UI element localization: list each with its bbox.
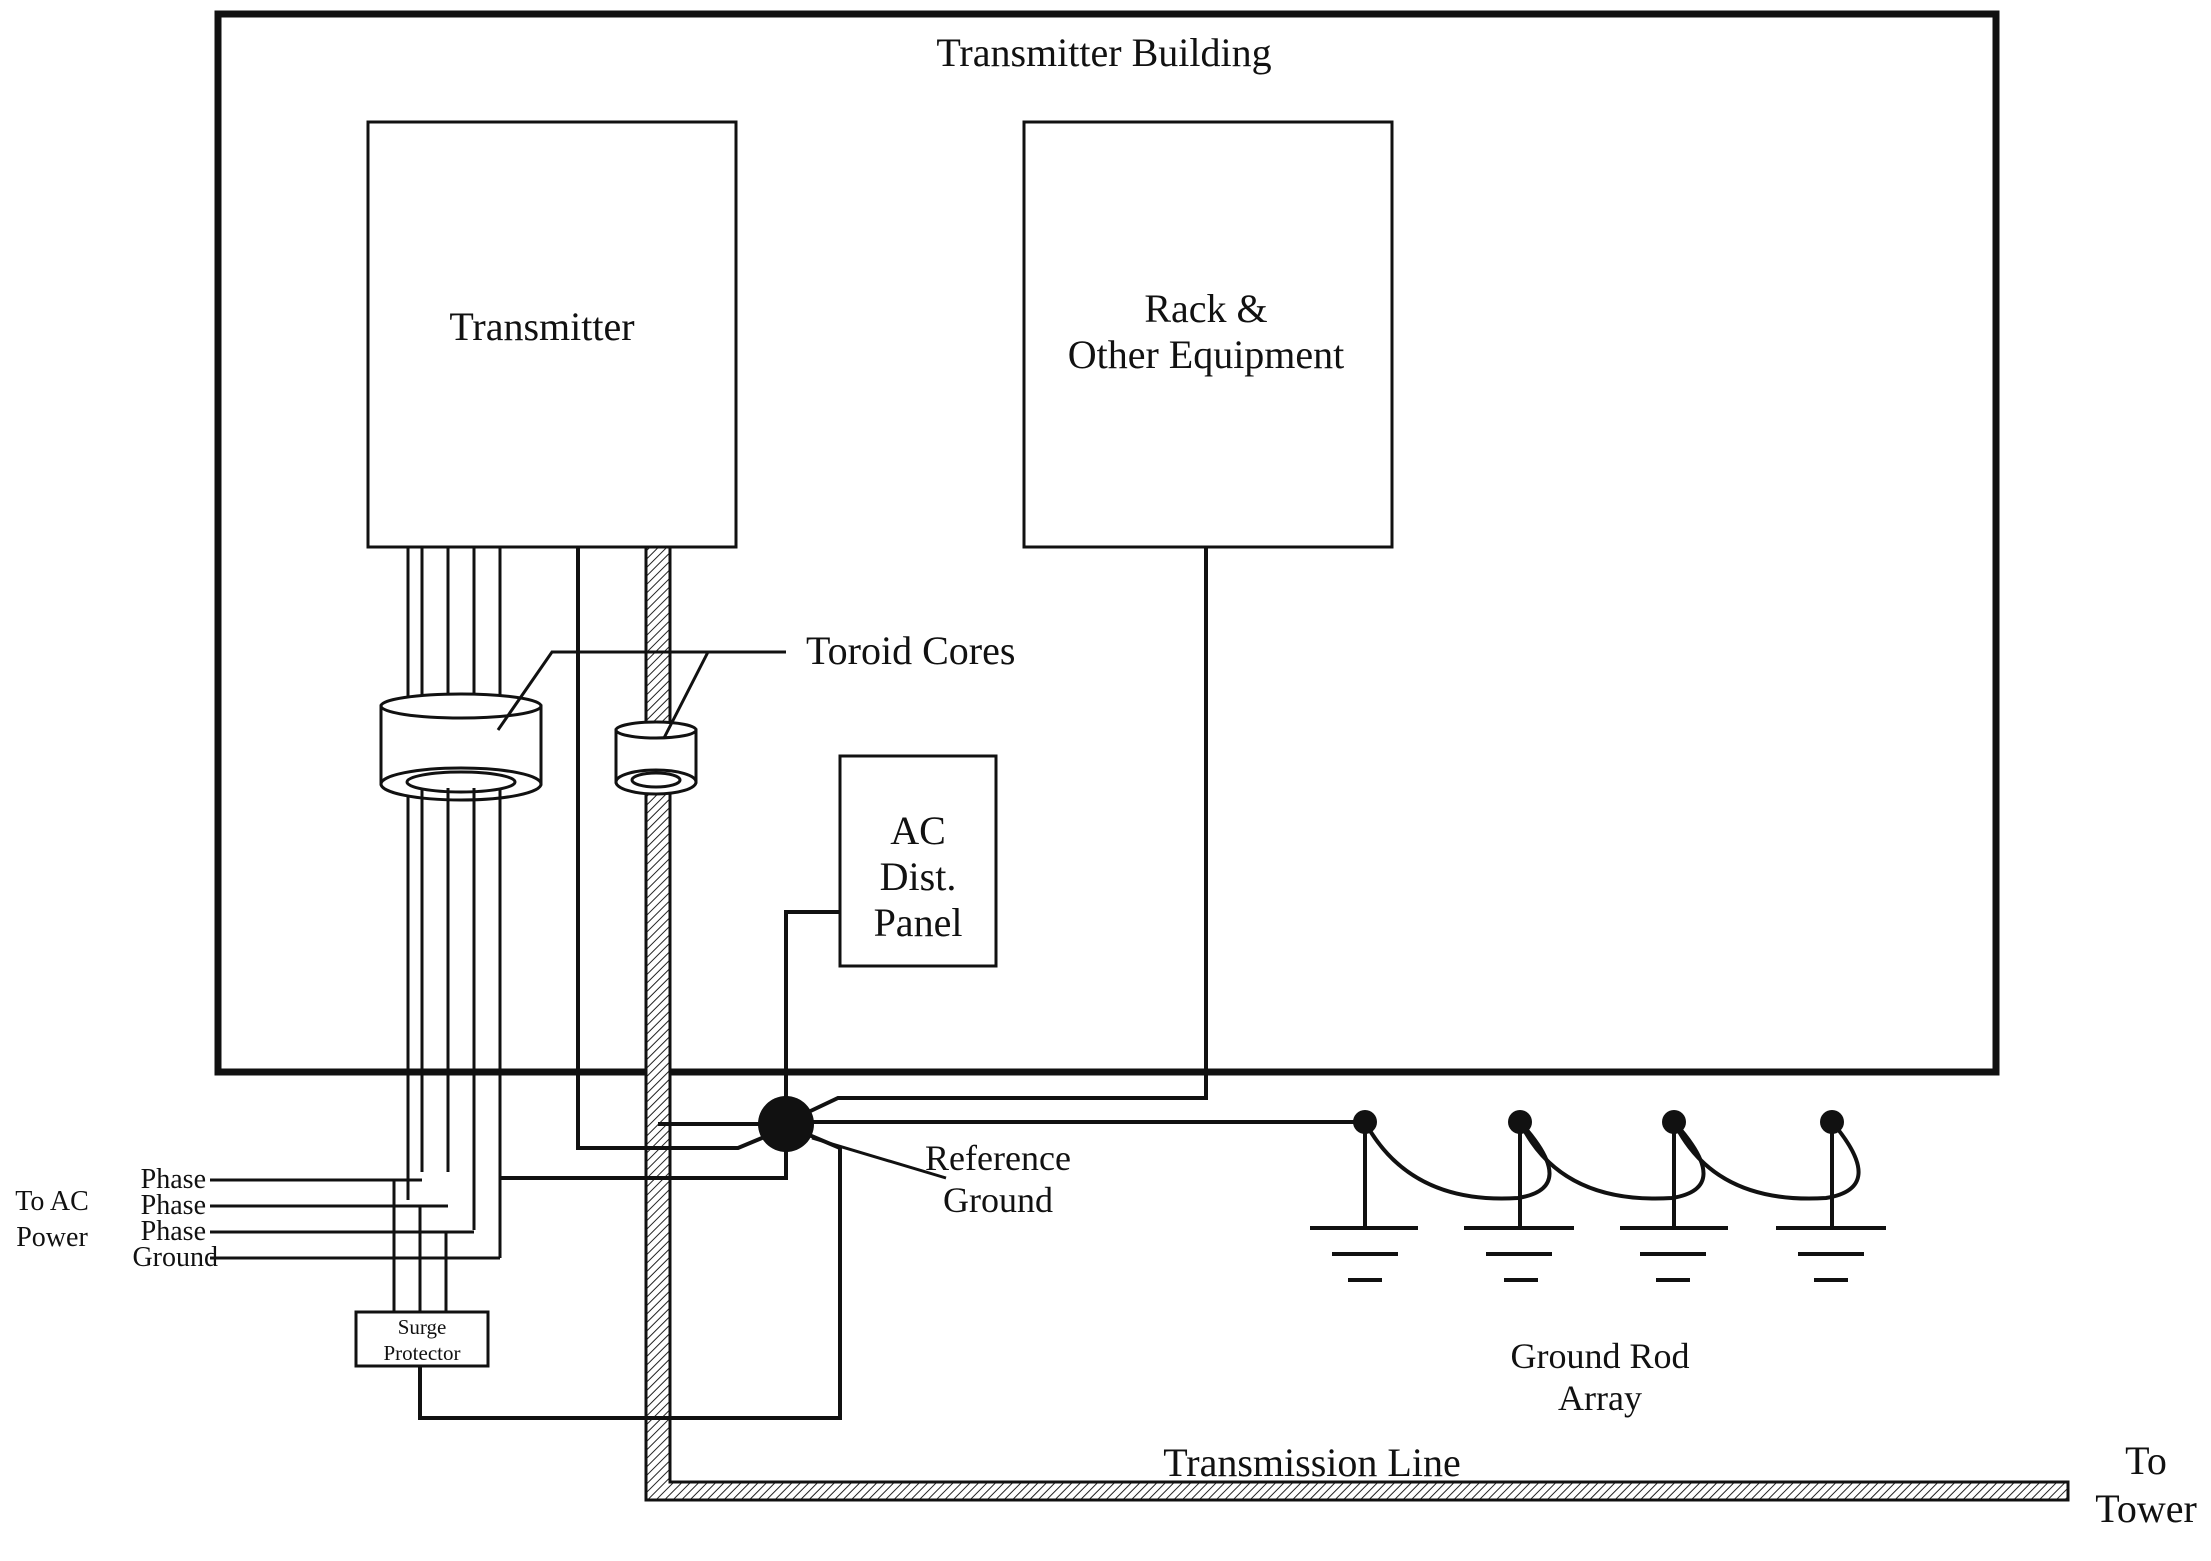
ground-rod-4: [1776, 1110, 1886, 1282]
label-ground: Ground: [132, 1242, 218, 1273]
label-transmitter: Transmitter: [449, 304, 634, 349]
label-to-ac-line2: Power: [16, 1222, 88, 1253]
label-phase-2: Phase: [141, 1190, 206, 1221]
label-surge-line1: Surge: [398, 1315, 447, 1339]
transmitter-box: [366, 120, 738, 549]
label-phase-1: Phase: [141, 1164, 206, 1195]
label-to-tower-line1: To: [2125, 1438, 2167, 1483]
reference-ground-node: [758, 1096, 814, 1152]
reference-ground-pointer: [811, 1136, 947, 1180]
rack-ground-wire: [799, 547, 1208, 1118]
rack-box: [1022, 120, 1394, 549]
cables-through-toroid: [420, 788, 502, 800]
incoming-ac-lines: [210, 1178, 500, 1312]
label-rack-line1: Rack &: [1144, 286, 1267, 331]
transmission-line: [644, 545, 2070, 1502]
transmitter-building-outline: [214, 10, 2000, 1076]
transmitter-ground-wire: [576, 547, 787, 1150]
label-reference-line2: Ground: [943, 1180, 1053, 1220]
label-rack-line2: Other Equipment: [1068, 332, 1345, 377]
ground-rod-1: [1310, 1110, 1418, 1282]
label-transmitter-building: Transmitter Building: [936, 30, 1271, 75]
small-toroid-core: [614, 720, 698, 796]
ac-ground-return-wire: [500, 1140, 788, 1180]
label-ground-rod-line2: Array: [1558, 1378, 1642, 1418]
label-ground-rod-line1: Ground Rod: [1511, 1336, 1690, 1376]
label-to-tower-line2: Tower: [2095, 1486, 2197, 1531]
label-ac-panel-line3: Panel: [874, 900, 963, 945]
label-ac-panel-line1: AC: [890, 808, 946, 853]
label-toroid-cores: Toroid Cores: [806, 628, 1015, 673]
label-surge-line2: Protector: [384, 1341, 461, 1365]
label-reference-line1: Reference: [925, 1138, 1071, 1178]
surge-return-wire: [418, 1130, 842, 1420]
ac-dist-panel-box: [838, 754, 998, 968]
ground-rod-2: [1464, 1110, 1574, 1282]
label-ac-panel-line2: Dist.: [880, 854, 957, 899]
surge-protector-box: [354, 1310, 490, 1368]
ac-power-cable: [406, 547, 502, 1258]
ground-rod-3: [1620, 1110, 1728, 1282]
toroid-pointer-small: [662, 650, 786, 739]
large-toroid-core: [379, 692, 543, 802]
ac-panel-ground-wire: [784, 910, 840, 1108]
ground-rod-array: [1310, 1110, 1886, 1282]
label-phase-3: Phase: [141, 1216, 206, 1247]
label-transmission-line: Transmission Line: [1163, 1440, 1460, 1485]
label-to-ac-line1: To AC: [15, 1186, 89, 1217]
